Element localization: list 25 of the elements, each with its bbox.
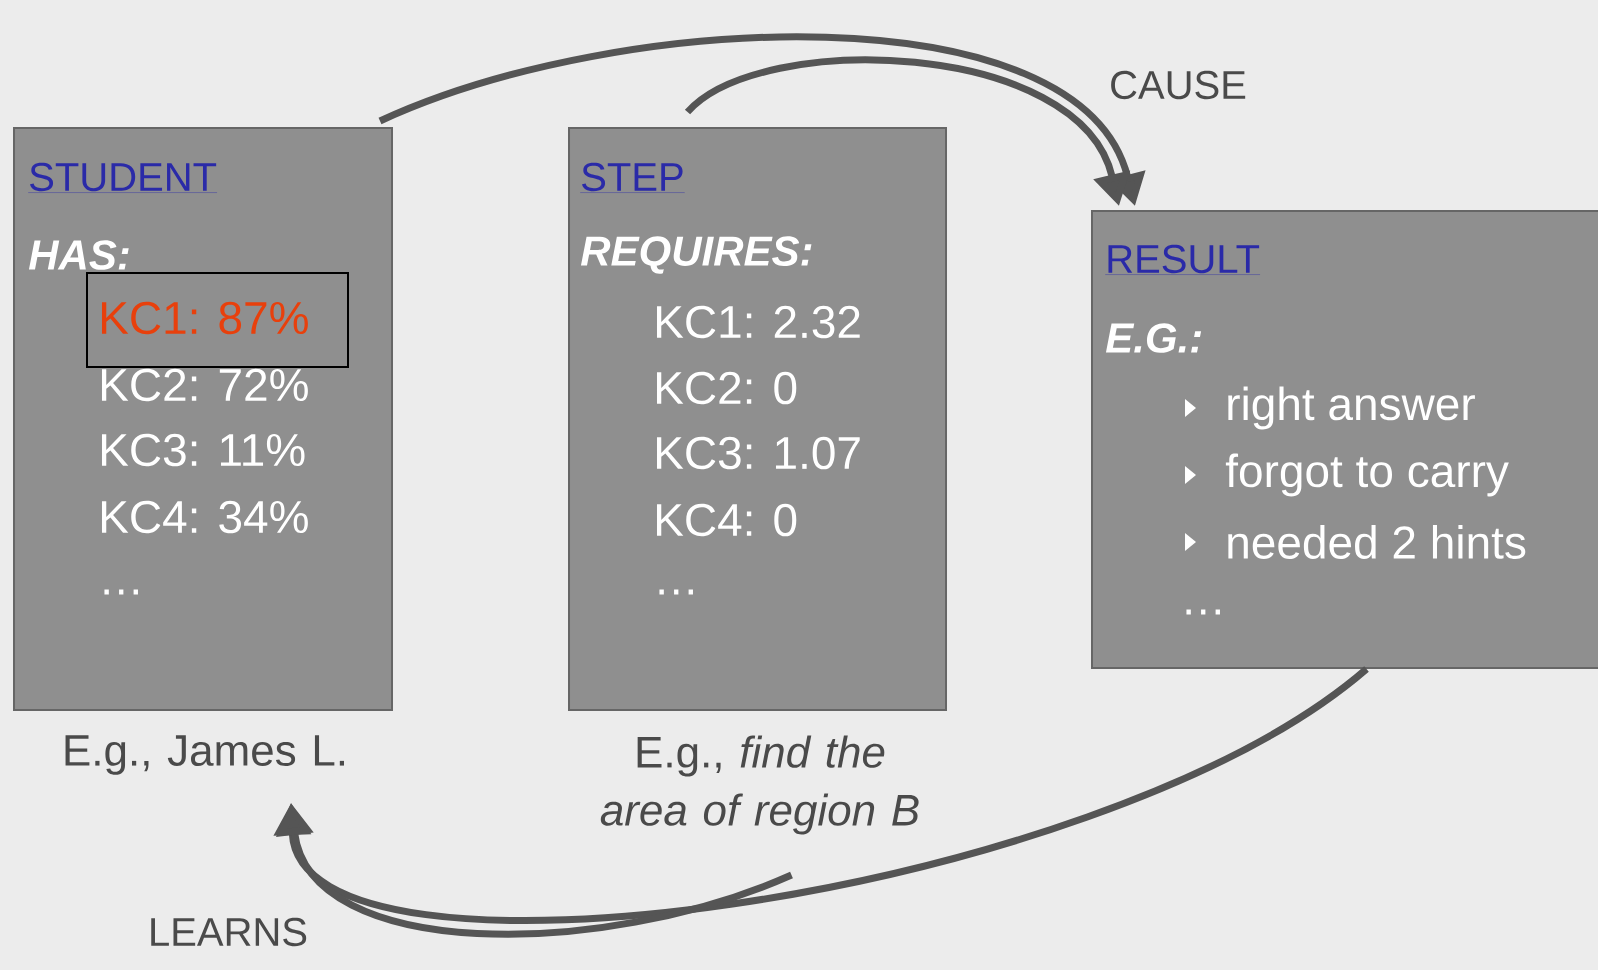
heading: STUDENT (28, 162, 218, 193)
list-item: KC1: 87% (102, 301, 308, 335)
heading: STEP (580, 162, 685, 193)
list-item: KC2: 0 (657, 371, 797, 405)
list-item: forgot to carry (1225, 453, 1509, 497)
list-item: … (659, 589, 693, 595)
edge-label: LEARNS (151, 917, 307, 947)
subheading: HAS: (28, 240, 129, 270)
list-item: right answer (1228, 386, 1475, 430)
list-item: KC1: 2.32 (657, 305, 860, 339)
arrow (273, 666, 1369, 924)
heading: RESULT (1105, 244, 1261, 275)
list-item: KC3: 1.07 (657, 436, 860, 470)
node-label: E.g., James L. (65, 735, 344, 775)
list-item: KC4: 0 (657, 503, 797, 537)
node-label: E.g., find the area of region B (600, 735, 919, 835)
list-item: … (104, 589, 138, 595)
edge-label: CAUSE (1111, 70, 1246, 100)
list-item: … (1186, 609, 1220, 615)
list-item: needed 2 hints (1228, 525, 1526, 559)
list-item: KC4: 34% (102, 500, 308, 534)
subheading: REQUIRES: (580, 236, 812, 274)
list-item: KC2: 72% (102, 368, 308, 402)
list-item: KC3: 11% (102, 433, 305, 467)
subheading: E.G.: (1105, 323, 1202, 353)
